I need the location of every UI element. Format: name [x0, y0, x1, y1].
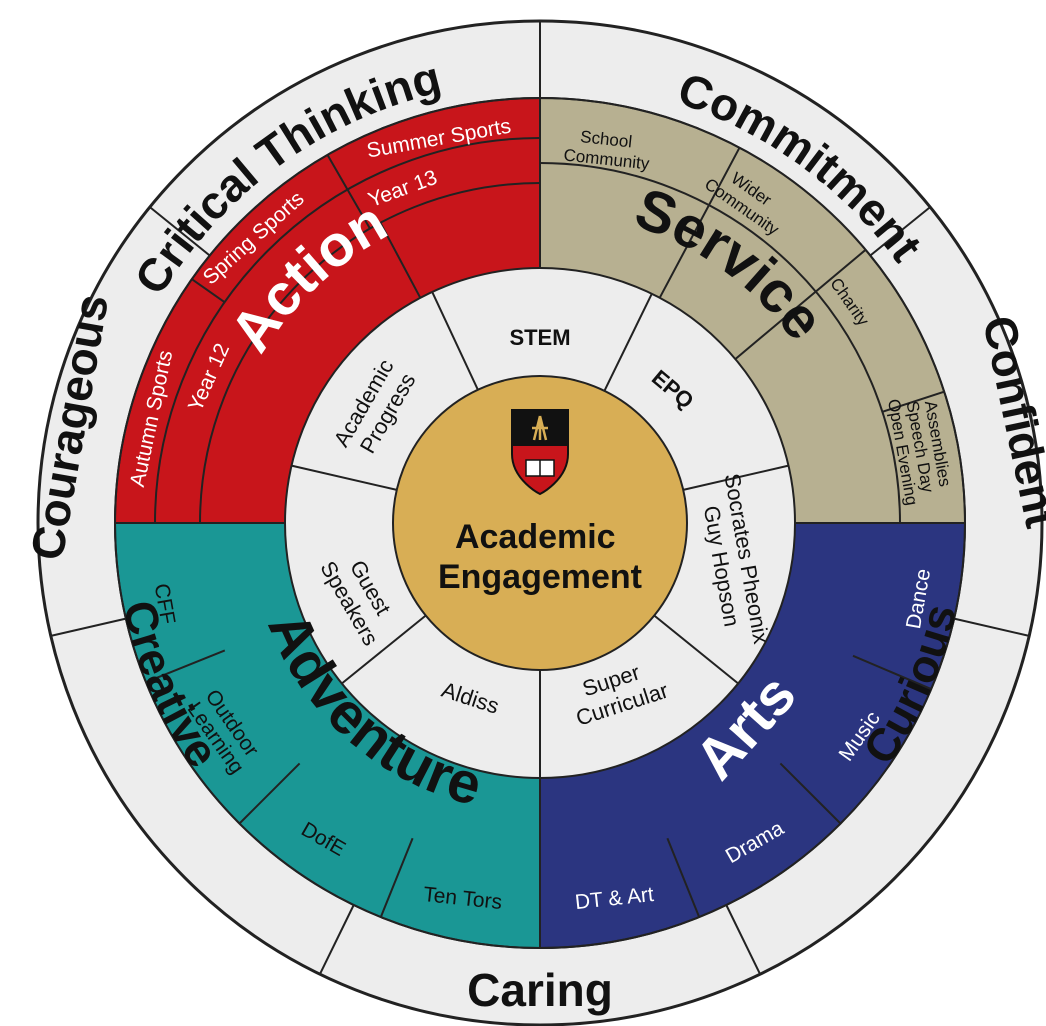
arts-divider: [666, 837, 701, 918]
action-divider: [379, 222, 422, 299]
centre: Academic Engagement: [438, 409, 642, 596]
service-subring: [539, 162, 901, 524]
inner-divider: [603, 293, 653, 392]
values-divider: [869, 206, 931, 257]
wheel-structure: [36, 19, 1044, 1026]
service-divider: [734, 249, 867, 360]
service-divider: [882, 390, 945, 413]
service-divider: [658, 147, 741, 299]
value-caring: Caring: [467, 964, 613, 1016]
inner-divider: [653, 614, 739, 685]
arts-divider: [852, 654, 932, 691]
values-divider: [725, 904, 761, 975]
action-divider: [326, 154, 371, 230]
values-divider: [149, 206, 211, 257]
centre-label: Academic Engagement: [438, 518, 642, 596]
adventure-divider: [145, 649, 226, 684]
school-crest-icon: [511, 409, 569, 496]
action-divider: [191, 278, 226, 304]
values-divider: [953, 617, 1030, 637]
inner-item-stem: STEM: [509, 325, 570, 350]
arts-divider: [779, 762, 842, 825]
service-item-school-community: School Community: [563, 126, 653, 174]
inner-divider: [431, 291, 479, 391]
inner-divider: [682, 464, 789, 491]
inner-divider: [291, 464, 398, 491]
values-divider: [319, 904, 355, 975]
inner-divider: [341, 614, 427, 685]
adventure-divider: [379, 837, 414, 918]
values-divider: [50, 617, 127, 637]
adventure-divider: [238, 762, 301, 825]
